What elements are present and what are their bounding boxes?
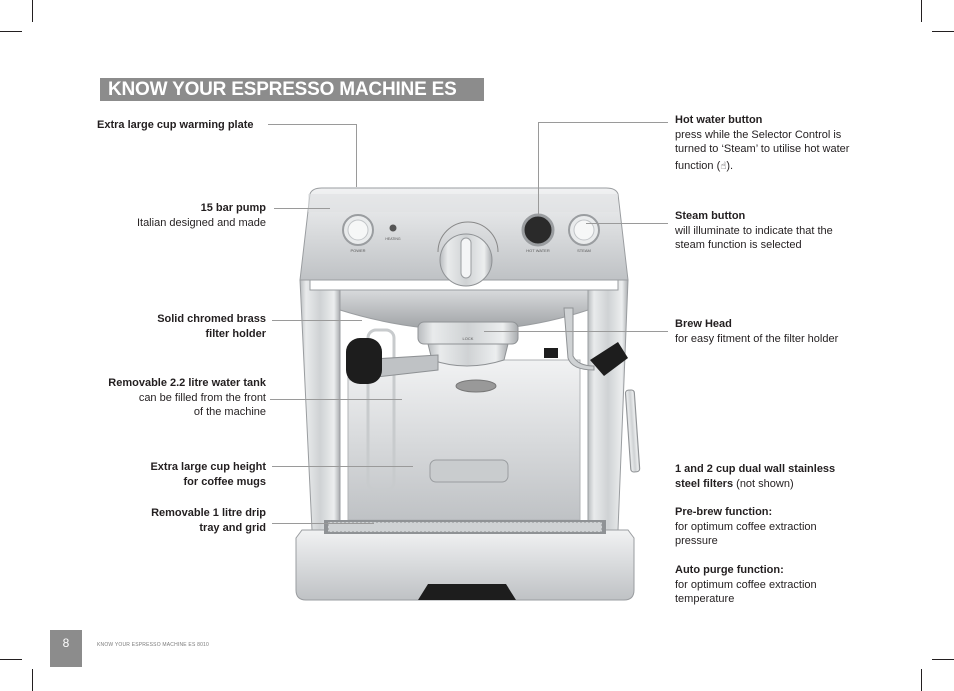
label-cup-warming: Extra large cup warming plate [97,119,254,131]
crop-mark [932,659,954,660]
leader-line [538,122,668,123]
leader-line [484,331,668,332]
leader-line [270,399,402,400]
leader-line [272,320,362,321]
label-filter-holder: Solid chromed brass filter holder [157,313,266,340]
crop-mark [921,0,922,22]
label-water-tank: Removable 2.2 litre water tank can be fi… [108,377,266,418]
label-prebrew: Pre-brew function: for optimum coffee ex… [675,506,817,547]
power-label: POWER [350,248,365,253]
crop-mark [0,659,22,660]
leader-line [356,124,357,187]
label-auto-purge: Auto purge function: for optimum coffee … [675,564,817,605]
espresso-machine-illustration: POWER HEATING HOT WATER STEAM LOCK [295,187,641,601]
crop-mark [921,669,922,691]
crop-mark [0,31,22,32]
hot-water-label: HOT WATER [526,248,550,253]
crop-mark [932,31,954,32]
page-number: 8 [50,630,82,667]
leader-line [586,223,668,224]
label-drip-tray: Removable 1 litre drip tray and grid [151,507,266,534]
hot-water-hand-icon: ☝ [720,160,727,172]
leader-line [268,124,357,125]
lock-label: LOCK [463,336,474,341]
label-pump: 15 bar pump Italian designed and made [136,202,266,229]
steam-label: STEAM [577,248,591,253]
label-brew-head: Brew Head for easy fitment of the filter… [675,318,839,345]
crop-mark [32,669,33,691]
label-filters: 1 and 2 cup dual wall stainless steel fi… [675,463,836,490]
leader-line [274,208,330,209]
leader-line [272,523,374,524]
footer-text: KNOW YOUR ESPRESSO MACHINE ES 8010 [97,642,210,648]
label-hot-water-button: Hot water button press while the Selecto… [675,114,850,172]
leader-line [538,122,539,216]
page-title: KNOW YOUR ESPRESSO MACHINE ES 8010 [100,78,484,123]
leader-line [272,466,413,467]
label-steam-button: Steam button will illuminate to indicate… [675,210,833,251]
crop-mark [32,0,33,22]
label-cup-height: Extra large cup height for coffee mugs [150,461,266,488]
heating-label: HEATING [385,237,401,241]
